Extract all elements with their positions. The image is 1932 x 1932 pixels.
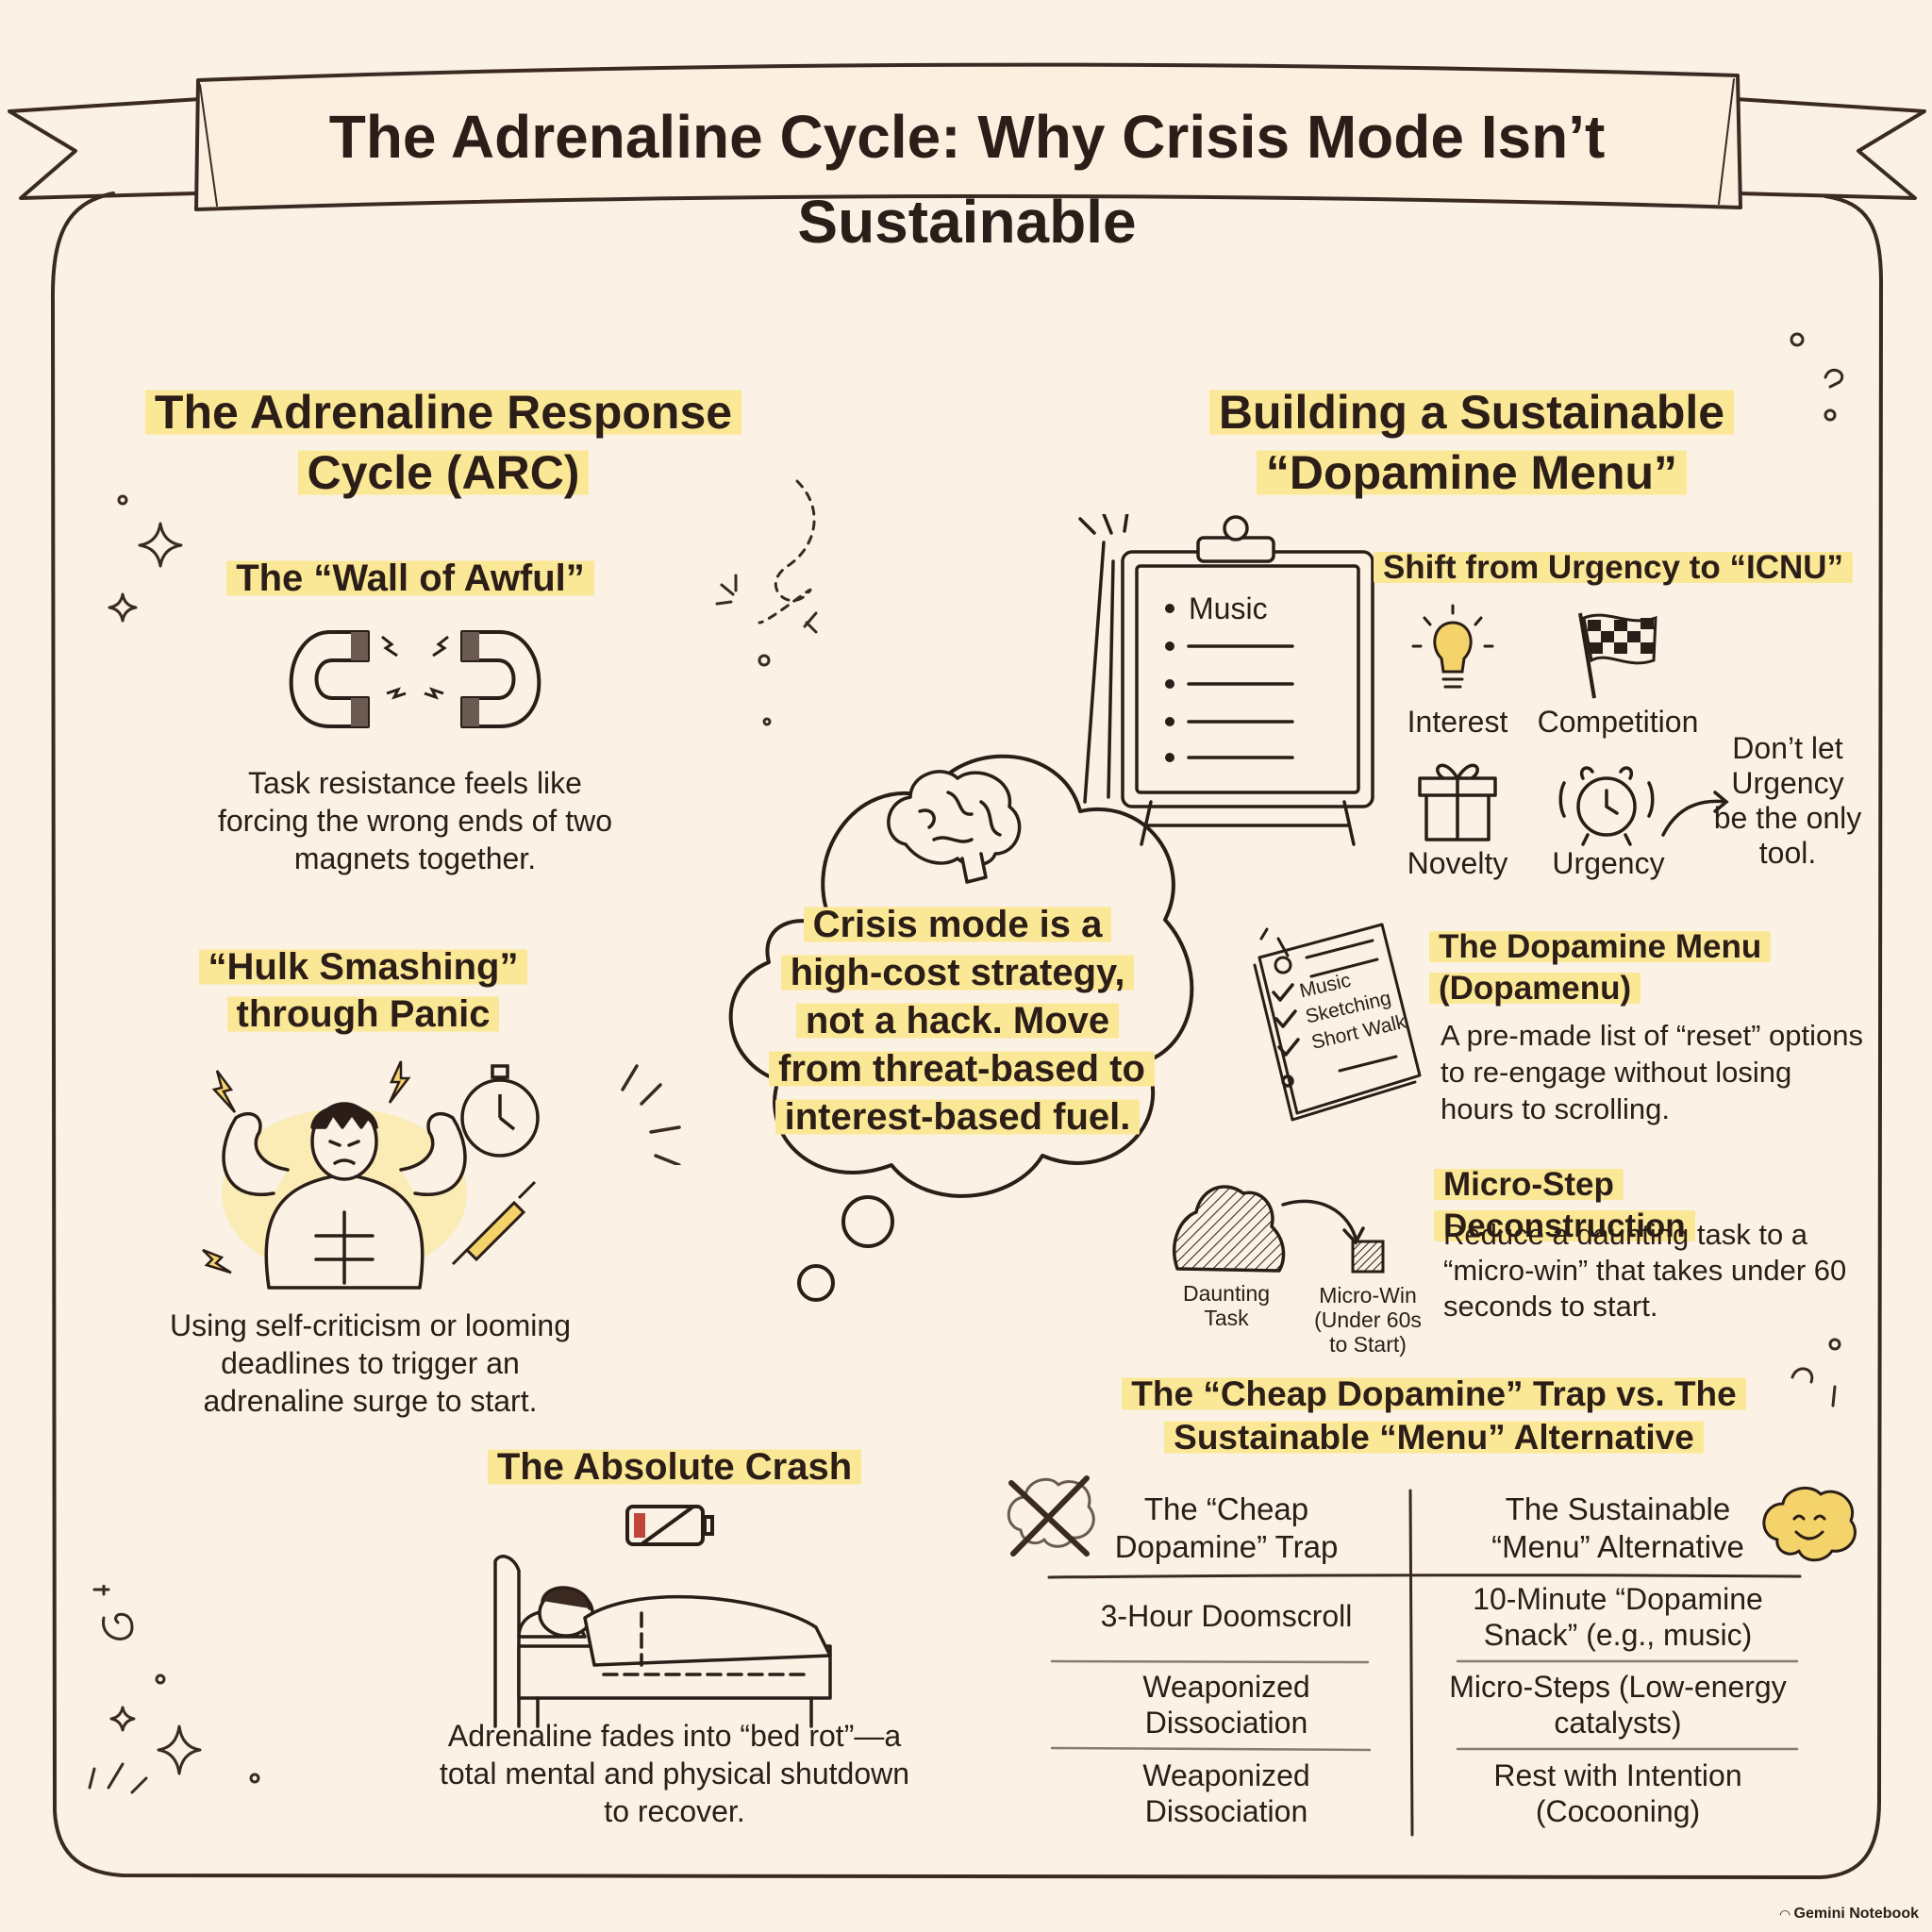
micro-text: Reduce a daunting task to a “micro-win” …: [1443, 1218, 1847, 1323]
gift-icon: [1418, 763, 1497, 841]
icnu-interest-label: Interest: [1407, 705, 1508, 739]
comparison-title: The “Cheap Dopamine” Trap vs. The Sustai…: [1104, 1373, 1764, 1459]
board-item-label: Music: [1189, 591, 1268, 625]
lightbulb-icon: [1411, 604, 1494, 689]
micro-win-icon: [1351, 1240, 1385, 1274]
icnu-note: Don’t let Urgency be the only tool.: [1713, 731, 1862, 870]
sparkle-icon: [88, 1585, 260, 1794]
happy-brain-icon: [1762, 1486, 1857, 1562]
gemini-logo-icon: ◠: [1779, 1906, 1790, 1922]
table-row-2-left: Weaponized Dissociation: [1142, 1670, 1310, 1740]
checkered-flag-icon: [1578, 612, 1657, 699]
crash-text: Adrenaline fades into “bed rot”—a total …: [439, 1719, 910, 1828]
brain-icon: [887, 770, 1022, 884]
clipboard-board-icon: [1078, 514, 1374, 846]
icnu-novelty-label: Novelty: [1407, 846, 1508, 880]
micro-title: Micro-Step Deconstruction: [1434, 1164, 1868, 1247]
comparison-table-lines: [1047, 1489, 1802, 1837]
hulk-text: Using self-criticism or looming deadline…: [170, 1308, 571, 1418]
table-row-3-right: Rest with Intention (Cocooning): [1493, 1758, 1742, 1828]
checklist-paper-icon: [1253, 923, 1422, 1122]
bed-icon: [493, 1555, 832, 1728]
magnets-icon: [289, 630, 541, 728]
table-row-1-left: 3-Hour Doomscroll: [1100, 1599, 1353, 1633]
curved-arrow-icon: [1661, 791, 1729, 837]
dopamenu-title: The Dopamine Menu (Dopamenu): [1429, 926, 1807, 1009]
doodle-dots-icon: [1790, 332, 1844, 422]
table-row-2-right: Micro-Steps (Low-energy catalysts): [1449, 1670, 1787, 1740]
hulk-title: “Hulk Smashing” through Panic: [179, 943, 547, 1038]
checkmarks-icon: [1272, 983, 1300, 1088]
table-row-3-left: Weaponized Dissociation: [1142, 1758, 1310, 1828]
wall-title: The “Wall of Awful”: [203, 555, 618, 602]
watermark: ◠ Gemini Notebook: [1779, 1906, 1919, 1922]
col-header-menu: The Sustainable “Menu” Alternative: [1491, 1491, 1744, 1564]
dopamenu-text: A pre-made list of “reset” options to re…: [1441, 1019, 1863, 1125]
dopamine-heading: Building a Sustainable “Dopamine Menu”: [1179, 382, 1764, 503]
table-row-1-right: 10-Minute “Dopamine Snack” (e.g., music): [1473, 1582, 1763, 1652]
crossed-brain-icon: [1007, 1475, 1095, 1557]
daunting-task-icon: [1173, 1185, 1286, 1273]
alarm-clock-icon: [1558, 766, 1655, 846]
arc-heading: The Adrenaline Response Cycle (ARC): [132, 382, 755, 503]
wall-text: Task resistance feels like forcing the w…: [217, 766, 612, 875]
crash-title: The Absolute Crash: [467, 1443, 882, 1491]
micro-win-label: Micro-Win (Under 60s to Start): [1314, 1283, 1422, 1357]
sparkle-icon: [108, 494, 183, 623]
col-header-cheap: The “Cheap Dopamine” Trap: [1114, 1491, 1339, 1564]
muscle-man-icon: [202, 1060, 540, 1290]
low-battery-icon: [625, 1505, 714, 1546]
icnu-urgency-label: Urgency: [1552, 846, 1665, 880]
icnu-title: Shift from Urgency to “ICNU”: [1368, 547, 1858, 589]
icnu-competition-label: Competition: [1537, 705, 1699, 739]
page-title: The Adrenaline Cycle: Why Crisis Mode Is…: [328, 103, 1606, 256]
doodle-lines-icon: [621, 1064, 681, 1165]
cloud-text: Crisis mode is a high-cost strategy, not…: [769, 901, 1155, 1141]
daunting-task-label: Daunting Task: [1182, 1281, 1271, 1330]
doodle-dots-icon: [1790, 1338, 1841, 1407]
doodle-swirl-icon: [715, 479, 818, 726]
